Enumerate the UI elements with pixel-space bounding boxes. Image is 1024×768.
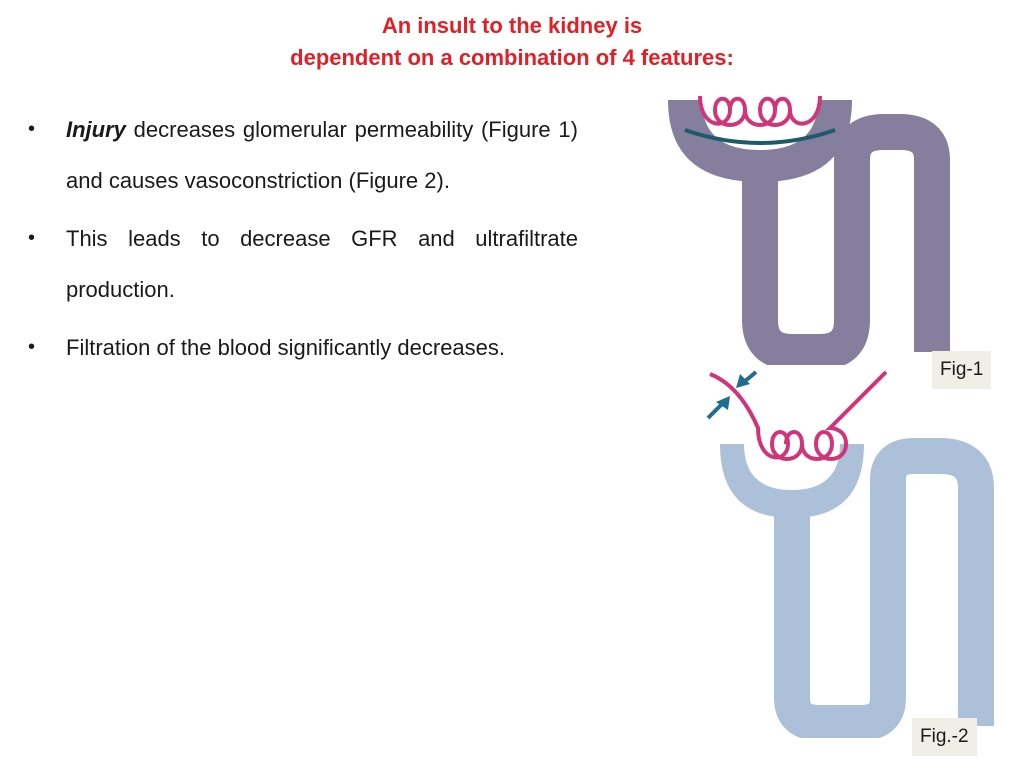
bullet-text: This leads to decrease GFR and ultrafilt… (66, 226, 578, 302)
vasoconstriction-arrow-icon (706, 370, 758, 420)
figure-1-label: Fig-1 (932, 351, 992, 389)
fig1-tubule (668, 100, 950, 365)
fig1-glomerulus-icon (698, 95, 822, 127)
bullet-item-gfr: • This leads to decrease GFR and ultrafi… (28, 213, 578, 315)
bullet-item-injury: • Injury decreases glomerular permeabili… (28, 104, 578, 206)
bullet-dot-icon: • (28, 227, 36, 249)
bullet-item-filtration: • Filtration of the blood significantly … (28, 322, 578, 373)
figure-1-nephron (668, 95, 950, 365)
figure-2-nephron (706, 370, 994, 738)
fig1-membrane (684, 128, 836, 145)
fig2-tubule (720, 438, 994, 738)
bullet-dot-icon: • (28, 336, 36, 358)
bullet-text: Filtration of the blood significantly de… (66, 335, 506, 360)
bullet-dot-icon: • (28, 118, 36, 140)
figure-2-label: Fig.-2 (912, 718, 977, 756)
bullet-text: decreases glomerular permeability (Figur… (66, 117, 578, 193)
fig2-glomerulus-icon (709, 370, 888, 461)
bullet-list: • Injury decreases glomerular permeabili… (28, 104, 578, 380)
title-line-2: dependent on a combination of 4 features… (290, 45, 734, 70)
title-line-1: An insult to the kidney is (381, 13, 643, 38)
bullet-lead-text: Injury (66, 117, 126, 142)
slide-title: An insult to the kidney is dependent on … (0, 10, 1024, 74)
